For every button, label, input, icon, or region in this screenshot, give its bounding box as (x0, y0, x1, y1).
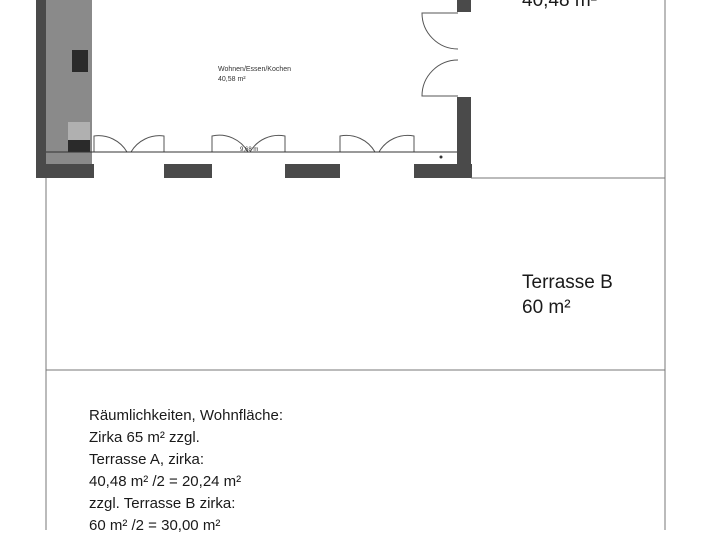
summary-line: Terrasse A, zirka: (89, 451, 205, 468)
room-area: 40,58 m² (218, 76, 246, 83)
area-summary: Räumlichkeiten, Wohnfläche: Zirka 65 m² … (89, 405, 283, 537)
bottom-wall-3 (285, 164, 340, 178)
bottom-wall-2 (164, 164, 212, 178)
right-wall-top (457, 0, 471, 12)
terrace-a-area: 40,48 m² (522, 0, 597, 11)
right-door-2 (421, 59, 459, 97)
summary-line: Zirka 65 m² zzgl. (89, 429, 200, 446)
summary-line: Räumlichkeiten, Wohnfläche: (89, 407, 283, 424)
summary-line: 60 m² /2 = 30,00 m² (89, 517, 221, 534)
dimension-marker (439, 155, 443, 159)
right-wall-bottom (457, 97, 471, 178)
bottom-wall-1 (36, 164, 94, 178)
room-name: Wohnen/Essen/Kochen (218, 66, 292, 73)
stove-detail (72, 50, 88, 72)
summary-line: zzgl. Terrasse B zirka: (89, 495, 236, 512)
stove-detail-2 (68, 122, 90, 140)
right-door (421, 12, 459, 50)
terrace-b-name: Terrasse B (522, 272, 613, 293)
bottom-doors (93, 134, 415, 153)
dimension-label: 9,68 m (240, 147, 259, 153)
stove-detail-3 (68, 140, 90, 152)
left-wall (36, 0, 46, 178)
summary-line: 40,48 m² /2 = 20,24 m² (89, 473, 242, 490)
terrace-b-area: 60 m² (522, 297, 571, 318)
